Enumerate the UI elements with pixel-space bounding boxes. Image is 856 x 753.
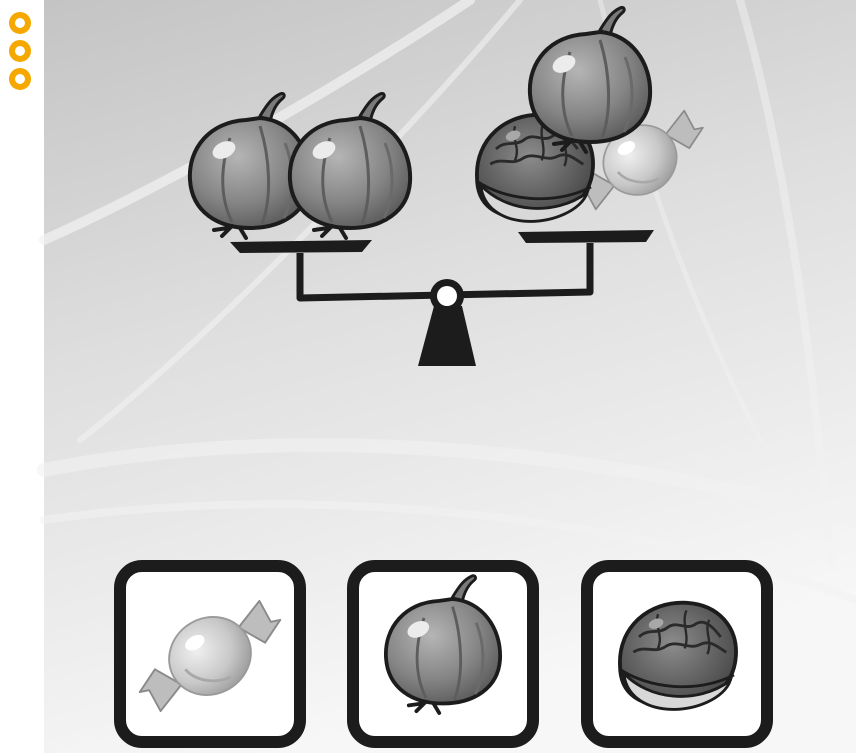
difficulty-dot [12,43,28,59]
answer-options [120,566,767,742]
walnut-icon [620,603,736,710]
answer-option-walnut[interactable] [587,566,767,742]
difficulty-dot [12,15,28,31]
answer-option-fig[interactable] [353,566,533,742]
right-pan [518,230,654,243]
left-pan [230,240,372,253]
difficulty-dot [12,71,28,87]
answer-option-candy[interactable] [120,566,300,742]
difficulty-indicator [12,15,28,87]
scale-pivot-inner [437,286,457,306]
